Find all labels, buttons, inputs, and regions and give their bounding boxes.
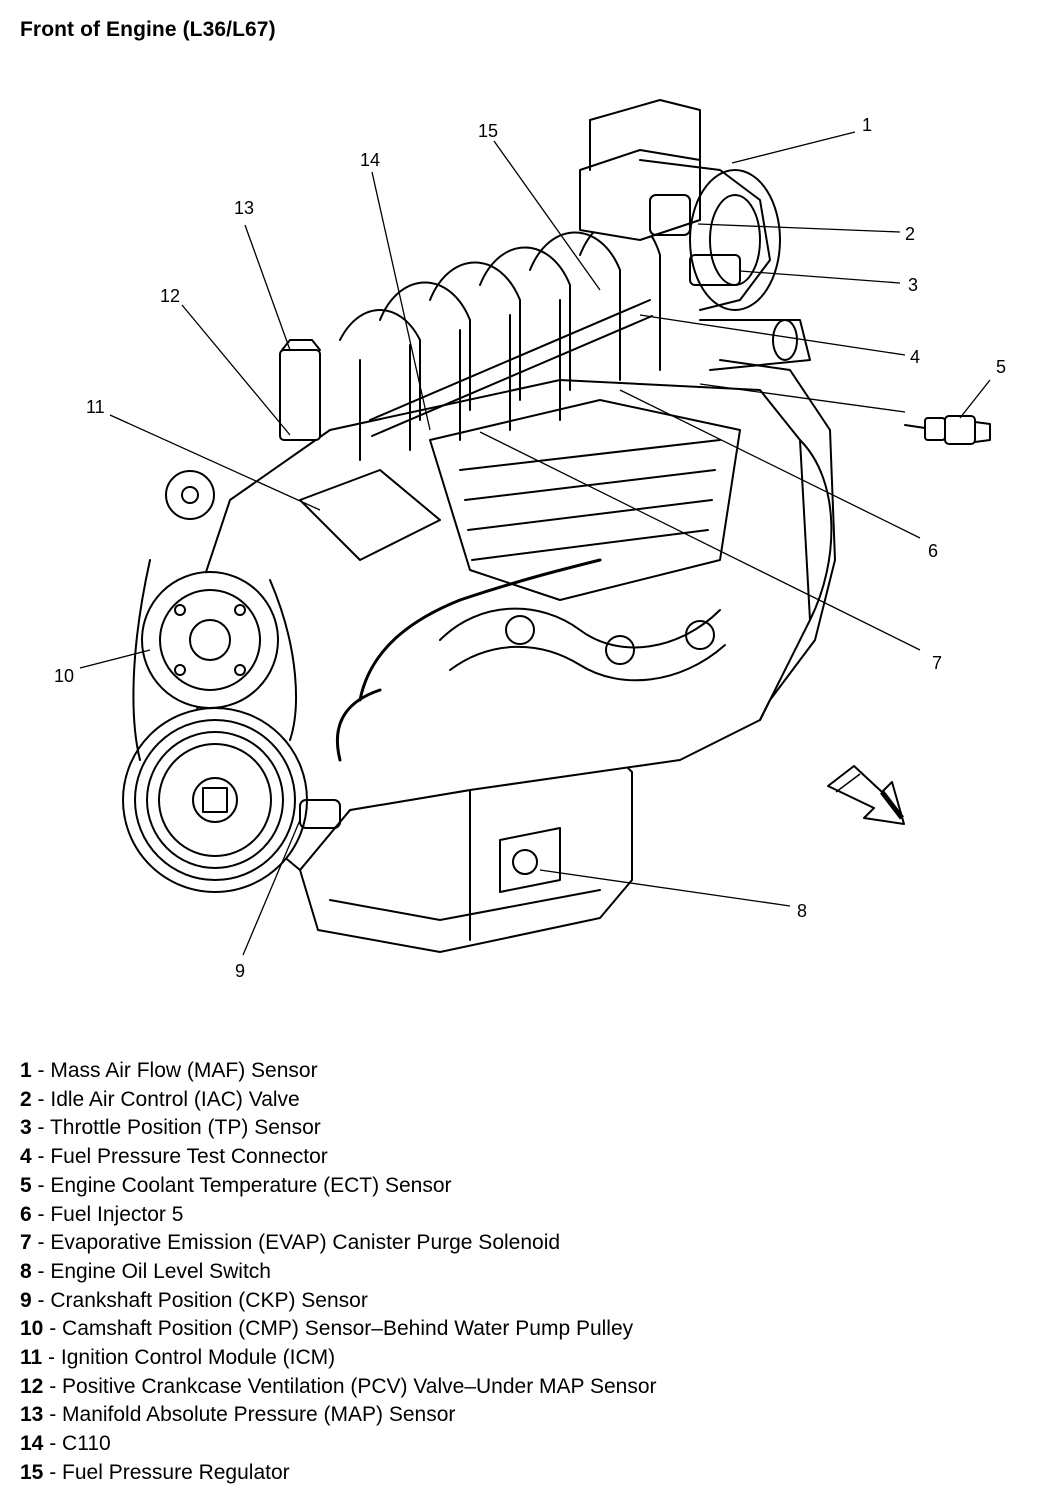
legend-number: 7 [20, 1231, 32, 1255]
legend-separator: - [31, 1202, 51, 1226]
legend-separator: - [43, 1374, 63, 1398]
legend-description: Manifold Absolute Pressure (MAP) Sensor [62, 1403, 456, 1427]
legend-description: Fuel Injector 5 [50, 1202, 184, 1226]
legend-separator: - [31, 1087, 51, 1111]
engine-illustration: 1 2 3 4 5 6 7 8 9 10 11 12 13 14 15 [54, 99, 1006, 981]
legend-number: 2 [20, 1087, 32, 1111]
orientation-arrow-icon [827, 765, 905, 825]
legend-description: Engine Coolant Temperature (ECT) Sensor [50, 1173, 452, 1197]
callout-number-12: 12 [160, 286, 180, 306]
legend-item: 12 - Positive Crankcase Ventilation (PCV… [20, 1373, 1020, 1402]
legend-number: 12 [20, 1374, 44, 1398]
legend-separator: - [31, 1259, 51, 1283]
legend-number: 10 [20, 1317, 44, 1341]
legend-description: Idle Air Control (IAC) Valve [50, 1087, 300, 1111]
component-legend: 1 - Mass Air Flow (MAF) Sensor 2 - Idle … [20, 1057, 1020, 1488]
legend-item: 8 - Engine Oil Level Switch [20, 1258, 1020, 1287]
legend-item: 2 - Idle Air Control (IAC) Valve [20, 1086, 1020, 1115]
callout-number-2: 2 [905, 224, 915, 244]
legend-number: 1 [20, 1059, 32, 1082]
legend-item: 13 - Manifold Absolute Pressure (MAP) Se… [20, 1401, 1020, 1430]
callout-number-8: 8 [797, 901, 807, 921]
legend-separator: - [43, 1460, 63, 1484]
legend-separator: - [31, 1173, 51, 1197]
legend-item: 9 - Crankshaft Position (CKP) Sensor [20, 1287, 1020, 1316]
callout-number-5: 5 [996, 357, 1006, 377]
legend-number: 15 [20, 1460, 44, 1484]
callout-number-10: 10 [54, 666, 74, 686]
callout-number-11: 11 [86, 397, 105, 417]
legend-item: 7 - Evaporative Emission (EVAP) Canister… [20, 1229, 1020, 1258]
callout-number-7: 7 [932, 653, 942, 673]
legend-separator: - [31, 1116, 50, 1140]
legend-description: Ignition Control Module (ICM) [60, 1346, 336, 1370]
callout-number-14: 14 [360, 150, 380, 170]
legend-item: 3 - Throttle Position (TP) Sensor [20, 1114, 1020, 1143]
legend-item: 15 - Fuel Pressure Regulator [20, 1459, 1020, 1488]
legend-separator: - [31, 1288, 51, 1312]
legend-item: 5 - Engine Coolant Temperature (ECT) Sen… [20, 1172, 1020, 1201]
legend-separator: - [43, 1403, 63, 1427]
legend-separator: - [43, 1432, 63, 1456]
legend-separator: - [43, 1317, 63, 1341]
legend-description: Camshaft Position (CMP) Sensor–Behind Wa… [62, 1317, 634, 1341]
legend-description: Crankshaft Position (CKP) Sensor [50, 1288, 368, 1312]
legend-number: 13 [20, 1403, 44, 1427]
legend-separator: - [31, 1145, 51, 1169]
legend-number: 5 [20, 1173, 32, 1197]
legend-number: 9 [20, 1288, 32, 1312]
legend-number: 11 [20, 1346, 43, 1370]
legend-description: Throttle Position (TP) Sensor [49, 1116, 321, 1140]
legend-description: Fuel Pressure Regulator [62, 1460, 290, 1484]
callout-number-9: 9 [235, 961, 245, 981]
legend-item: 14 - C110 [20, 1430, 1020, 1459]
callout-number-13: 13 [234, 198, 254, 218]
diagram-title: Front of Engine (L36/L67) [20, 18, 276, 41]
legend-separator: - [31, 1231, 51, 1255]
legend-description: C110 [62, 1432, 111, 1456]
legend-description: Positive Crankcase Ventilation (PCV) Val… [62, 1374, 657, 1398]
legend-separator: - [31, 1059, 51, 1082]
legend-number: 6 [20, 1202, 32, 1226]
callout-number-3: 3 [908, 275, 918, 295]
legend-item: 11 - Ignition Control Module (ICM) [20, 1344, 1020, 1373]
legend-item: 10 - Camshaft Position (CMP) Sensor–Behi… [20, 1315, 1020, 1344]
callout-number-4: 4 [910, 347, 920, 367]
callout-number-1: 1 [862, 115, 872, 135]
legend-number: 3 [20, 1116, 32, 1140]
legend-item: 4 - Fuel Pressure Test Connector [20, 1143, 1020, 1172]
legend-number: 8 [20, 1259, 32, 1283]
legend-item: 6 - Fuel Injector 5 [20, 1201, 1020, 1230]
callout-number-15: 15 [478, 121, 498, 141]
legend-description: Fuel Pressure Test Connector [50, 1145, 328, 1169]
legend-description: Engine Oil Level Switch [50, 1259, 271, 1283]
callout-number-6: 6 [928, 541, 938, 561]
legend-description: Evaporative Emission (EVAP) Canister Pur… [50, 1231, 561, 1255]
legend-number: 14 [20, 1432, 44, 1456]
legend-item: 1 - Mass Air Flow (MAF) Sensor [20, 1057, 1020, 1086]
legend-separator: - [42, 1346, 61, 1370]
legend-description: Mass Air Flow (MAF) Sensor [50, 1059, 318, 1082]
legend-number: 4 [20, 1145, 32, 1169]
